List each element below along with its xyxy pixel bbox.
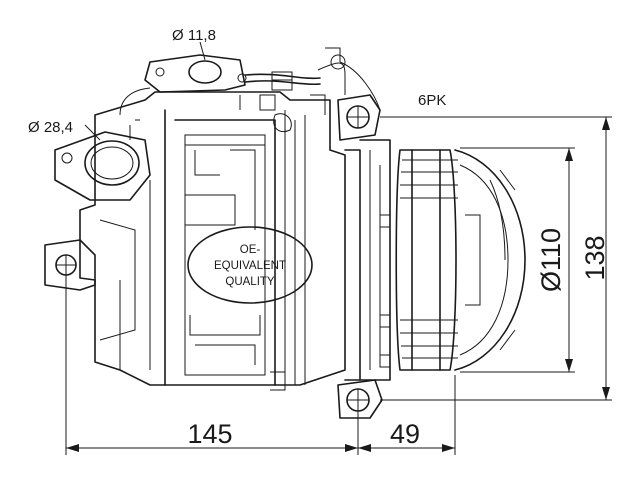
port-left (54, 119, 151, 201)
dimension-length: 145 49 (65, 275, 456, 455)
dimension-height: 138 (380, 116, 612, 401)
badge-line2: EQUIVALENT (214, 260, 286, 272)
port-top (144, 54, 247, 93)
oe-badge: OE- EQUIVALENT QUALITY (187, 226, 313, 304)
port-left-diameter-label: Ø 28,4 (28, 119, 73, 136)
mount-lug-top (337, 94, 381, 141)
mount-lug-bottom (337, 379, 383, 419)
mount-lug-left (44, 239, 96, 291)
dimension-pulley-diameter: Ø110 (460, 147, 575, 373)
pulley (395, 149, 526, 371)
length-pulley-label: 49 (390, 419, 420, 449)
badge-line1: OE- (240, 244, 261, 256)
belt-profile-label: 6PK (418, 92, 446, 109)
port-leaders (84, 41, 206, 141)
badge-line3: QUALITY (225, 276, 275, 288)
hoses (119, 47, 381, 133)
pulley-diameter-label: Ø110 (536, 228, 566, 292)
compressor-body (79, 91, 391, 391)
height-label: 138 (580, 235, 610, 280)
length-body-label: 145 (187, 419, 232, 449)
port-top-diameter-label: Ø 11,8 (172, 27, 216, 44)
